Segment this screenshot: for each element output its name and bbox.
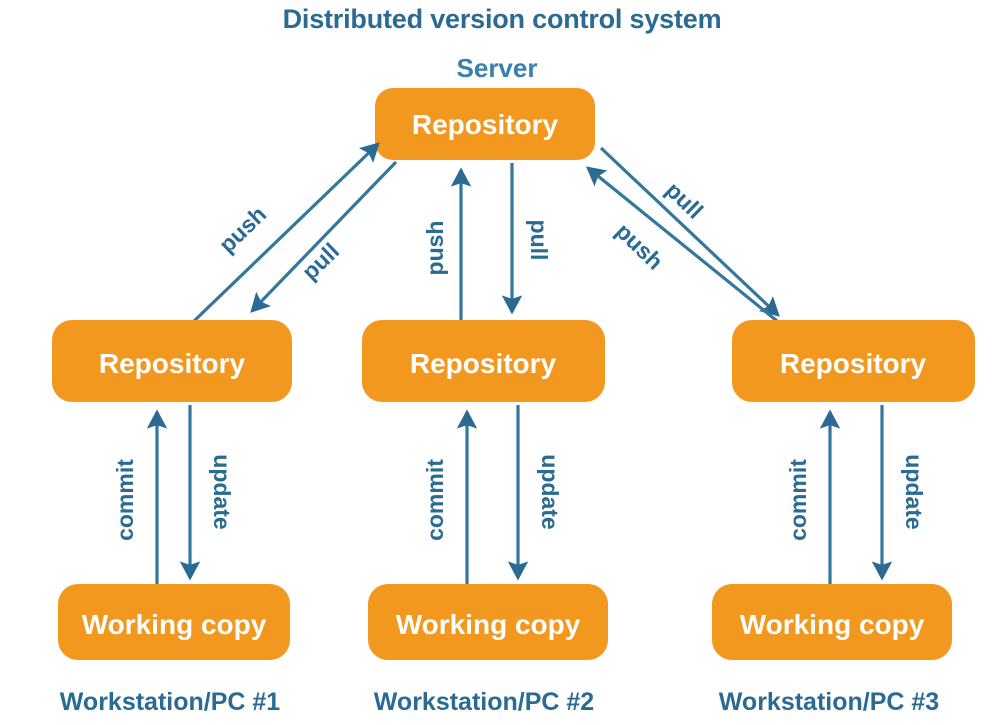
edge-update-workstation-1: update — [179, 405, 235, 581]
workstation-1-working-copy-node[interactable]: Working copy — [58, 584, 290, 660]
workstation-2-working-copy-box — [368, 584, 608, 660]
workstation-2-working-copy-node[interactable]: Working copy — [368, 584, 608, 660]
edge-label-update-2: update — [537, 454, 563, 529]
workstation-1-repository-label: Repository — [99, 348, 246, 379]
edge-pull-workstation-2: pull — [501, 163, 552, 315]
server-repository-node[interactable]: Repository — [375, 88, 595, 160]
server-repository-box — [375, 88, 595, 160]
workstation-3-working-copy-box — [712, 584, 952, 660]
workstation-1-caption: Workstation/PC #1 — [60, 688, 281, 716]
edge-commit-workstation-2: commit — [422, 409, 478, 588]
workstation-3-working-copy-label: Working copy — [740, 609, 925, 640]
workstation-2-caption: Workstation/PC #2 — [374, 688, 594, 716]
workstation-1-repository-node[interactable]: Repository — [52, 320, 292, 402]
page-title: Distributed version control system — [283, 4, 722, 34]
workstation-2-repository-label: Repository — [410, 348, 557, 379]
edge-label-push-2: push — [422, 221, 448, 276]
edge-label-update-1: update — [209, 454, 235, 529]
edge-pull-line-3 — [599, 146, 780, 317]
workstation-1-repository-box — [52, 320, 292, 402]
edge-push-workstation-2: push — [422, 167, 472, 322]
workstation-2-repository-box — [362, 320, 605, 402]
edge-push-line-3 — [586, 166, 784, 327]
edge-label-commit-2: commit — [422, 459, 448, 541]
edge-commit-workstation-3: commit — [785, 409, 841, 588]
edge-label-pull-2: pull — [526, 220, 552, 261]
edge-label-pull-1: pull — [297, 238, 344, 285]
workstation-3-working-copy-node[interactable]: Working copy — [712, 584, 952, 660]
workstation-3-repository-label: Repository — [780, 348, 927, 379]
edge-label-commit-1: commit — [112, 459, 138, 541]
edge-commit-workstation-1: commit — [112, 409, 168, 588]
server-label: Server — [457, 53, 538, 83]
edge-push-line-1 — [191, 142, 380, 324]
edge-label-update-3: update — [901, 454, 927, 529]
edge-pull-line-1 — [250, 160, 398, 313]
edge-label-pull-3: pull — [661, 177, 708, 224]
workstation-3-repository-node[interactable]: Repository — [732, 320, 975, 402]
workstation-3-repository-box — [732, 320, 975, 402]
edge-label-push-1: push — [214, 201, 272, 258]
edge-push-workstation-1: push — [191, 142, 380, 324]
workstation-2-repository-node[interactable]: Repository — [362, 320, 605, 402]
workstation-1-working-copy-label: Working copy — [82, 609, 267, 640]
edge-label-commit-3: commit — [785, 459, 811, 541]
server-repository-label: Repository — [412, 109, 559, 140]
workstation-3-caption: Workstation/PC #3 — [719, 688, 939, 716]
edge-update-workstation-2: update — [507, 405, 563, 581]
workstation-1-working-copy-box — [58, 584, 290, 660]
workstation-2-working-copy-label: Working copy — [396, 609, 581, 640]
edge-pull-workstation-1: pull — [250, 160, 398, 313]
edge-update-workstation-3: update — [871, 405, 927, 581]
